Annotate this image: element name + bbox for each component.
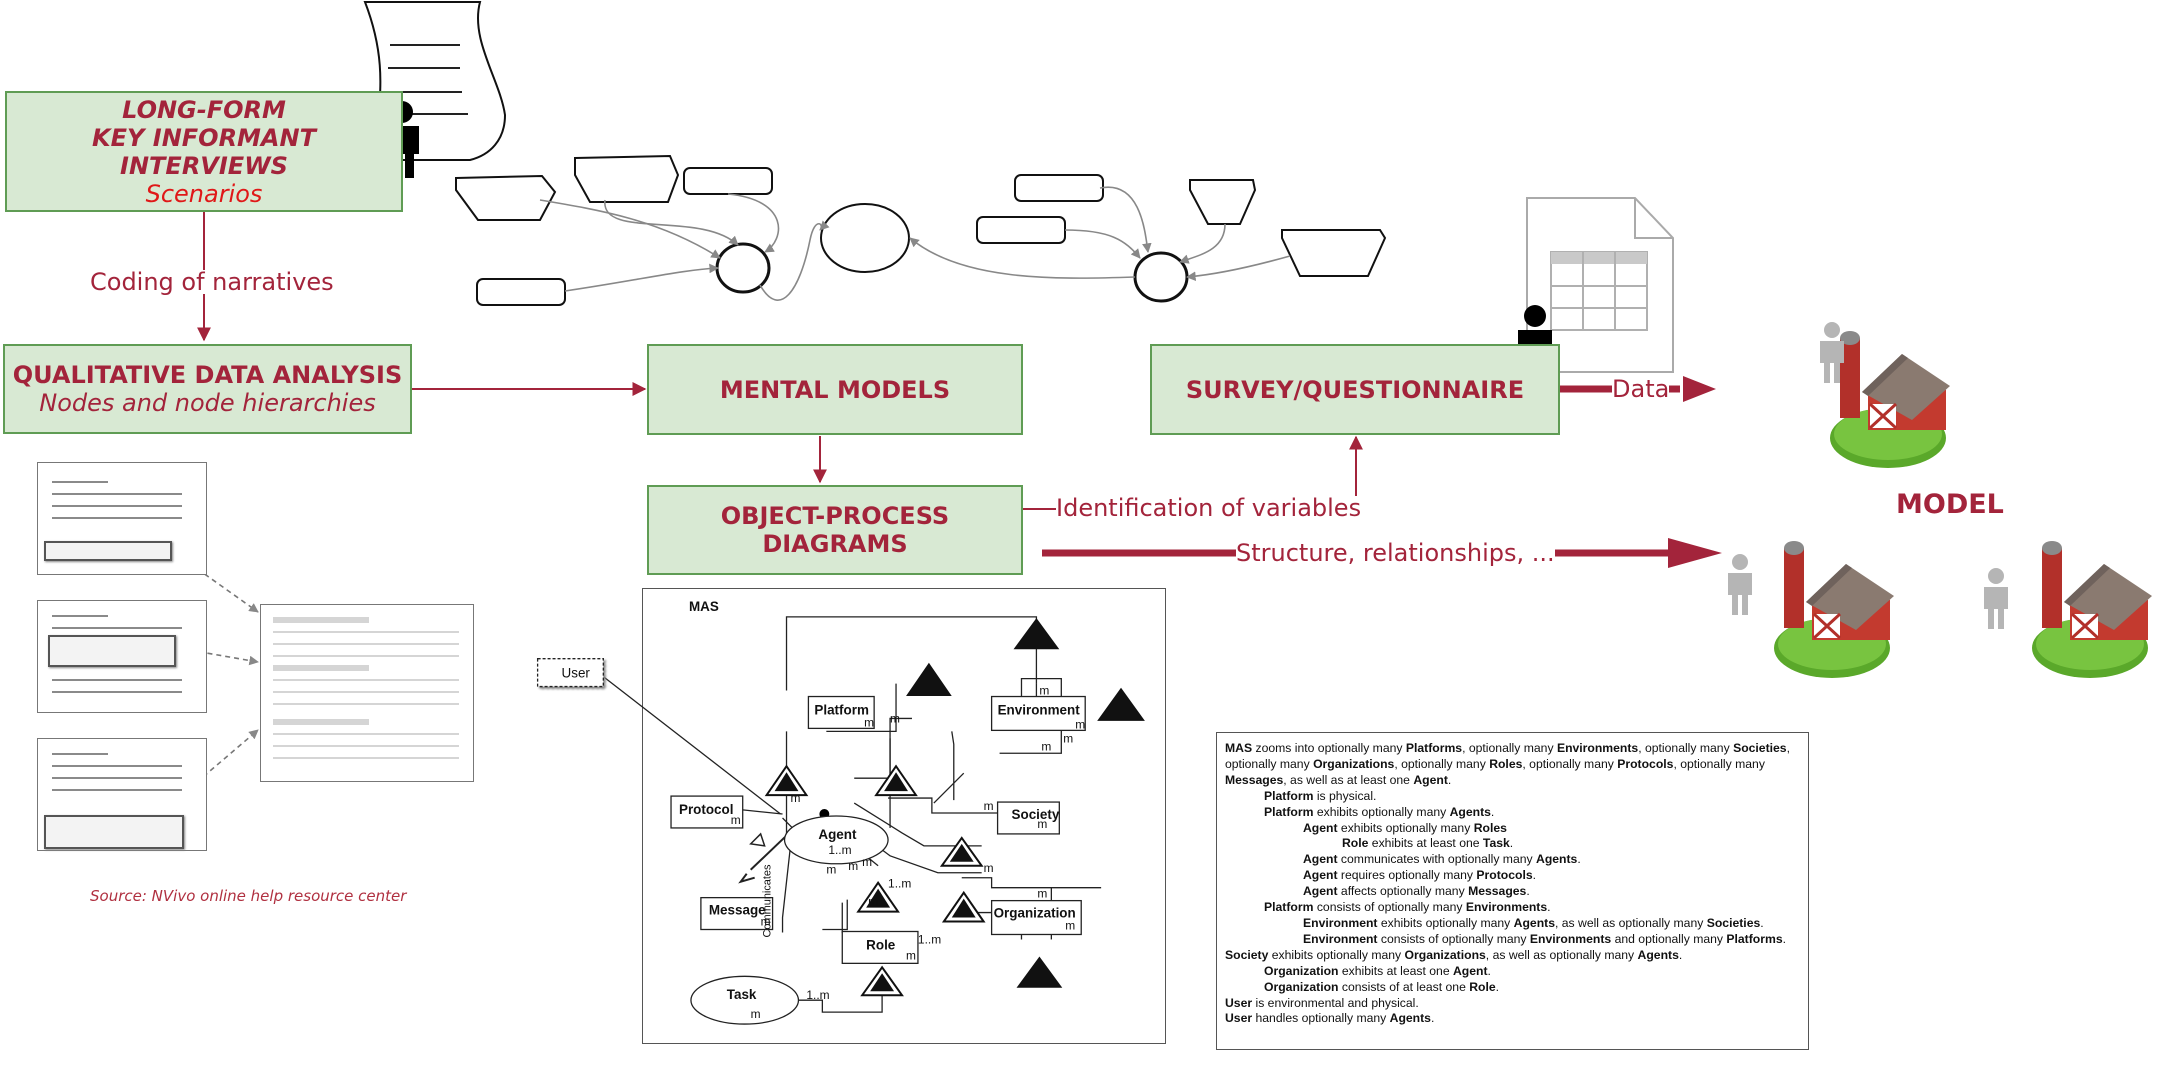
nvivo-thumb-2 [37, 600, 207, 713]
nvivo-thumb-1 [37, 462, 207, 575]
person-gray-icon-left [1728, 554, 1752, 615]
svg-text:1..m: 1..m [888, 877, 911, 891]
svg-text:m: m [1065, 919, 1075, 933]
opl-line: Platform consists of optionally many Env… [1264, 900, 1551, 915]
qda-box: QUALITATIVE DATA ANALYSIS Nodes and node… [3, 344, 412, 434]
opl-line: User is environmental and physical. [1225, 995, 1419, 1010]
opl-line: Organization consists of at least one Ro… [1264, 979, 1500, 994]
mental-models-title: MENTAL MODELS [719, 375, 951, 404]
opd-environment: Environment [998, 702, 1081, 717]
opd-user: User [562, 666, 591, 681]
svg-text:m: m [1037, 887, 1047, 901]
svg-text:1..m: 1..m [918, 932, 941, 946]
mental-model-links [539, 186, 1291, 301]
mental-model-network [455, 154, 1387, 306]
svg-text:m: m [862, 855, 872, 869]
qda-title: QUALITATIVE DATA ANALYSIS [12, 361, 403, 389]
opl-line: Platform is physical. [1264, 788, 1377, 803]
person-gray-icon-right [1984, 568, 2008, 629]
svg-text:m: m [1075, 717, 1085, 731]
svg-text:m: m [864, 715, 874, 729]
svg-text:m: m [731, 813, 741, 827]
interviews-line2: KEY INFORMANT INTERVIEWS [92, 123, 316, 180]
opl-line: Platform exhibits optionally many Agents… [1264, 804, 1495, 819]
svg-text:m: m [751, 1007, 761, 1021]
nvivo-thumb-3 [37, 738, 207, 851]
opl-line: optionally many Organizations, optionall… [1225, 756, 1765, 771]
svg-text:m: m [848, 859, 858, 873]
model-label: MODEL [1896, 489, 2004, 520]
opl-text-panel: MAS zooms into optionally many Platforms… [1216, 732, 1809, 1050]
mental-models-box: MENTAL MODELS [647, 344, 1023, 435]
spreadsheet-document-icon [1526, 197, 1674, 373]
opl-line: User handles optionally many Agents. [1225, 1011, 1435, 1026]
svg-text:1..m: 1..m [806, 988, 829, 1002]
opd-society: Society [1012, 807, 1060, 822]
svg-text:m: m [890, 711, 900, 725]
opl-line: Environment consists of optionally many … [1303, 931, 1786, 946]
opd-agent: Agent [818, 827, 857, 842]
svg-text:m: m [1039, 684, 1049, 698]
svg-text:m: m [984, 861, 994, 875]
svg-text:1..m: 1..m [828, 843, 851, 857]
svg-text:m: m [984, 799, 994, 813]
opd-organization: Organization [994, 906, 1076, 921]
interviews-box: LONG-FORM KEY INFORMANT INTERVIEWS Scena… [5, 91, 403, 212]
opd-message: Message [709, 903, 766, 918]
opd-box: OBJECT-PROCESS DIAGRAMS [647, 485, 1023, 575]
opl-line: Agent exhibits optionally many Roles [1303, 820, 1507, 835]
svg-text:m: m [761, 915, 771, 929]
opl-line: Agent communicates with optionally many … [1303, 852, 1581, 867]
opl-line: Agent affects optionally many Messages. [1303, 884, 1530, 899]
opl-line: Role exhibits at least one Task. [1342, 836, 1514, 851]
barn-icon-top [1828, 329, 1952, 470]
svg-text:m: m [906, 948, 916, 962]
opl-line: Society exhibits optionally many Organiz… [1225, 947, 1683, 962]
source-caption: Source: NVivo online help resource cente… [90, 887, 407, 905]
survey-box: SURVEY/QUESTIONNAIRE [1150, 344, 1560, 435]
opl-line: MAS zooms into optionally many Platforms… [1225, 741, 1790, 755]
nvivo-main-document [260, 604, 474, 782]
opd-platform: Platform [814, 702, 869, 717]
opd-task: Task [727, 987, 757, 1002]
structure-label: Structure, relationships, ... [1236, 539, 1555, 567]
interviews-line3: Scenarios [145, 179, 263, 208]
svg-text:m: m [868, 895, 878, 909]
opd-title-text: MAS [689, 599, 719, 614]
opl-line: Organization exhibits at least one Agent… [1264, 963, 1491, 978]
opd-protocol: Protocol [679, 802, 734, 817]
identification-label: Identification of variables [1056, 494, 1362, 522]
survey-title: SURVEY/QUESTIONNAIRE [1185, 375, 1525, 404]
svg-text:m: m [1063, 731, 1073, 745]
opl-line: Messages, as well as at least one Agent. [1225, 772, 1452, 787]
svg-text:m: m [1037, 817, 1047, 831]
opd-communicates: Communicates [762, 864, 774, 937]
svg-text:m: m [1041, 739, 1051, 753]
barn-icon-left [1772, 539, 1896, 680]
interviews-line1: LONG-FORM [122, 95, 286, 124]
opd-role: Role [866, 937, 896, 952]
opd-diagram: MAS User Platform Environment Protocol A… [536, 588, 1166, 1044]
opl-line: Environment exhibits optionally many Age… [1303, 915, 1764, 930]
opd-title: OBJECT-PROCESS DIAGRAMS [720, 502, 950, 558]
svg-text:m: m [826, 863, 836, 877]
opl-line: Agent requires optionally many Protocols… [1303, 868, 1537, 883]
barn-icon-right [2030, 539, 2154, 680]
qda-subtitle: Nodes and node hierarchies [39, 389, 376, 417]
svg-text:m: m [791, 791, 801, 805]
coding-label: Coding of narratives [90, 268, 334, 296]
data-label: Data [1612, 375, 1670, 403]
